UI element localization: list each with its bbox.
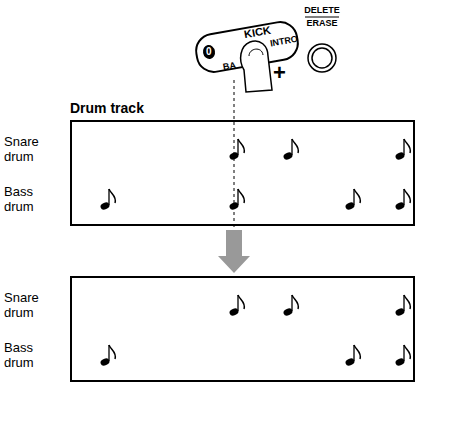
- eighth-note: [228, 139, 244, 161]
- eighth-note: [394, 345, 410, 367]
- notes: [99, 139, 410, 367]
- eighth-note: [99, 345, 115, 367]
- eighth-note: [344, 345, 360, 367]
- button-label: DELETE: [304, 6, 340, 15]
- eighth-note: [394, 189, 410, 211]
- eighth-note: [344, 189, 360, 211]
- plus-sign: +: [273, 62, 286, 84]
- row-label: Bass drum: [4, 340, 56, 370]
- row-label: Snare drum: [4, 290, 56, 320]
- finger: [241, 41, 272, 92]
- row-label: Snare drum: [4, 134, 56, 164]
- track-box: Drum trackSnare drumBass drum: [70, 120, 415, 226]
- eighth-note: [228, 189, 244, 211]
- track-title: Drum track: [70, 100, 144, 116]
- delete-button: [305, 17, 339, 72]
- eighth-note: [394, 295, 410, 317]
- button-label: BA: [222, 61, 236, 72]
- eighth-note: [99, 189, 115, 211]
- eighth-note: [228, 295, 244, 317]
- button-label: ERASE: [306, 19, 337, 28]
- button-number: 0: [206, 47, 212, 57]
- block-arrow: [218, 230, 250, 273]
- eighth-note: [282, 295, 298, 317]
- eighth-note: [282, 139, 298, 161]
- row-label: Bass drum: [4, 184, 56, 214]
- eighth-note: [394, 139, 410, 161]
- track-box: Snare drumBass drum: [70, 276, 415, 382]
